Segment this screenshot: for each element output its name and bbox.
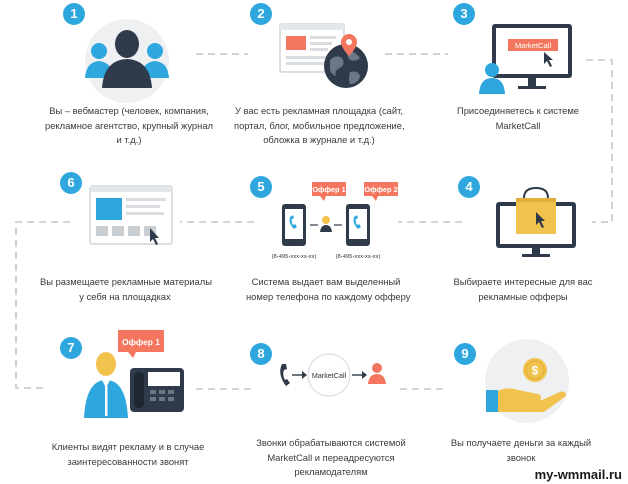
step-badge-4: 4 xyxy=(458,176,480,198)
step-caption-4: Выбираете интересные для вас рекламные о… xyxy=(448,275,598,304)
money-in-hand-icon: $ xyxy=(485,339,569,423)
caption-line: MarketCall и переадресуются xyxy=(267,451,395,463)
caption-line: Присоединяетесь к системе xyxy=(456,105,580,116)
step-badge-2: 2 xyxy=(250,3,272,25)
step-badge-9: 9 xyxy=(454,343,476,365)
step-caption-9: Вы получаете деньги за каждый звонок xyxy=(446,436,596,465)
site-watermark: my-wmmail.ru xyxy=(534,467,622,482)
join-marketcall-icon: MarketCall xyxy=(479,24,572,94)
client-calling-icon: Оффер 1 xyxy=(84,330,184,418)
caption-line: у себя на площадках xyxy=(79,290,171,302)
caption-line: У вас есть рекламная площадка (сайт, xyxy=(235,105,403,116)
step-badge-7: 7 xyxy=(60,337,82,359)
caption-line: и т.д.) xyxy=(116,134,142,145)
webmaster-group-icon xyxy=(85,19,169,103)
ad-layout-window-icon xyxy=(89,185,173,245)
caption-line: звонок xyxy=(506,451,536,463)
caption-line: номер телефона по каждому офферу xyxy=(246,290,411,302)
caption-line: Вы получаете деньги за каждый xyxy=(450,437,592,448)
step-caption-7: Клиенты видят рекламу и в случае заинтер… xyxy=(48,440,208,469)
ad-platform-globe-icon xyxy=(279,23,368,88)
caption-line: портал, блог, мобильное предложение, xyxy=(234,119,405,131)
offer2-label: Оффер 2 xyxy=(364,185,397,194)
step-badge-6: 6 xyxy=(60,172,82,194)
connector-6-7 xyxy=(15,221,70,389)
connector-3-4 xyxy=(586,59,613,223)
caption-line: Вы размещаете рекламные материалы xyxy=(40,276,212,287)
step-badge-1: 1 xyxy=(63,3,85,25)
phone-number-2: (8-495-xxx-xx-xx) xyxy=(336,254,381,260)
offer-client-label: Оффер 1 xyxy=(122,337,160,347)
phones-with-offers-icon: Оффер 1 Оффер 2 (8-495-xxx-xx-xx) (8-495… xyxy=(272,182,398,260)
step-caption-2: У вас есть рекламная площадка (сайт, пор… xyxy=(234,104,405,148)
caption-line: рекламное агентство, крупный журнал xyxy=(44,119,214,131)
caption-line: заинтересованности звонят xyxy=(67,455,189,467)
step-badge-8: 8 xyxy=(250,343,272,365)
marketcall-screen-label: MarketCall xyxy=(515,41,552,50)
offer1-label: Оффер 1 xyxy=(312,185,345,194)
call-routing-icon: MarketCall xyxy=(280,353,386,397)
step-caption-5: Система выдает вам выделенный номер теле… xyxy=(246,275,411,304)
step-badge-5: 5 xyxy=(250,176,272,198)
caption-line: рекламодателям xyxy=(294,466,368,477)
caption-line: MarketCall xyxy=(495,119,541,131)
caption-line: Клиенты видят рекламу и в случае xyxy=(51,441,205,452)
step-caption-3: Присоединяетесь к системе MarketCall xyxy=(443,104,593,133)
step-badge-3: 3 xyxy=(453,3,475,25)
caption-line: Вы – вебмастер (человек, компания, xyxy=(49,105,209,116)
shopping-bag-monitor-icon xyxy=(496,186,576,257)
caption-line: обложка в журнале и т.д.) xyxy=(263,134,375,145)
dollar-coin-icon: $ xyxy=(532,364,539,378)
caption-line: рекламные офферы xyxy=(478,290,568,302)
caption-line: Система выдает вам выделенный xyxy=(251,276,401,287)
phone-number-1: (8-495-xxx-xx-xx) xyxy=(272,254,317,260)
step-caption-6: Вы размещаете рекламные материалы у себя… xyxy=(40,275,212,304)
step-caption-1: Вы – вебмастер (человек, компания, рекла… xyxy=(44,104,214,148)
step-caption-8: Звонки обрабатываются системой MarketCal… xyxy=(256,436,406,480)
caption-line: Звонки обрабатываются системой xyxy=(256,437,406,448)
marketcall-node-label: MarketCall xyxy=(312,371,347,380)
caption-line: Выбираете интересные для вас xyxy=(453,276,593,287)
